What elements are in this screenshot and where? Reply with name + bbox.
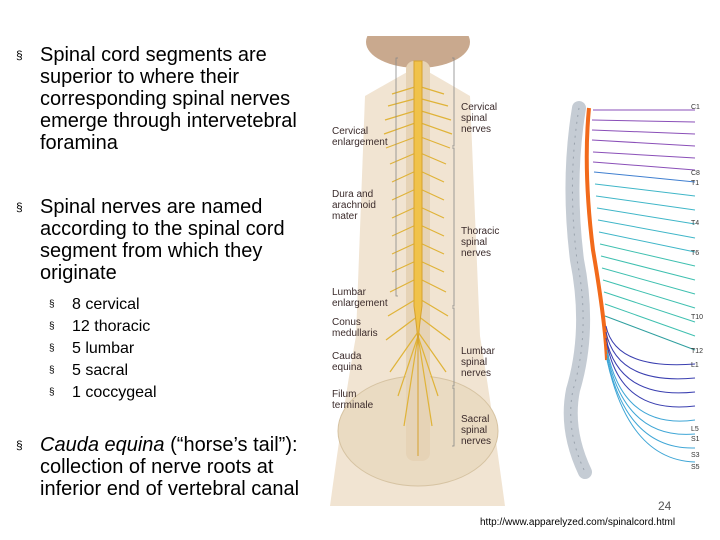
level-label: T10 xyxy=(691,314,704,321)
sub-item-lumbar: § 5 lumbar xyxy=(16,338,316,360)
spinal-levels-diagram: C1 C8 T1 T4 T6 T10 T12 L1 L5 S1 S3 S5 xyxy=(555,100,720,480)
bullet-text: Spinal cord segments are superior to whe… xyxy=(40,44,297,154)
level-label: S3 xyxy=(691,452,700,459)
level-label: L5 xyxy=(691,426,699,433)
label-sacral-nerves: Sacral spinal nerves xyxy=(461,414,492,447)
sub-item-thoracic: § 12 thoracic xyxy=(16,316,316,338)
bullet-marker: § xyxy=(16,438,23,452)
level-label: S5 xyxy=(691,464,700,471)
label-cervical-enlargement: Cervical enlargement xyxy=(332,126,388,148)
level-label: T4 xyxy=(691,220,700,227)
sub-item-cervical: § 8 cervical xyxy=(16,294,316,316)
level-label: T12 xyxy=(691,348,704,355)
level-label: L1 xyxy=(691,362,699,369)
spinal-cord-illustration: Cervical enlargement Dura and arachnoid … xyxy=(330,36,515,506)
sub-bullet-marker: § xyxy=(49,343,55,354)
level-label: C1 xyxy=(691,104,700,111)
bullet-marker: § xyxy=(16,200,23,214)
sub-bullet-marker: § xyxy=(49,387,55,398)
page-number: 24 xyxy=(658,499,672,513)
sub-item-text: 5 lumbar xyxy=(72,340,135,357)
label-lumbar-nerves: Lumbar spinal nerves xyxy=(461,346,495,379)
label-thoracic-nerves: Thoracic spinal nerves xyxy=(461,226,500,259)
bullet-text: Spinal nerves are named according to the… xyxy=(40,196,285,284)
bullet-list: § Spinal cord segments are superior to w… xyxy=(16,44,316,500)
spinal-levels-drawing xyxy=(563,101,696,479)
sub-item-sacral: § 5 sacral xyxy=(16,360,316,382)
bullet-segments: § Spinal cord segments are superior to w… xyxy=(16,44,316,154)
label-cauda-equina: Cauda equina xyxy=(332,351,363,373)
level-label: C8 xyxy=(691,170,700,177)
label-dura-arachnoid: Dura and arachnoid mater xyxy=(332,189,376,222)
bullet-marker: § xyxy=(16,48,23,62)
sub-bullet-marker: § xyxy=(49,365,55,376)
bullet-naming: § Spinal nerves are named according to t… xyxy=(16,196,316,284)
level-label: S1 xyxy=(691,436,700,443)
sub-item-text: 8 cervical xyxy=(72,296,140,313)
label-lumbar-enlargement: Lumbar enlargement xyxy=(332,287,388,309)
label-conus-medullaris: Conus medullaris xyxy=(332,317,378,339)
bullet-cauda-equina: § Cauda equina (“horse’s tail”): collect… xyxy=(16,434,316,500)
sub-item-text: 12 thoracic xyxy=(72,318,151,335)
level-label: T6 xyxy=(691,250,700,257)
spinal-cord-drawing xyxy=(330,36,505,506)
cauda-equina-term: Cauda equina xyxy=(40,434,165,456)
sub-item-text: 5 sacral xyxy=(72,362,129,379)
level-label: T1 xyxy=(691,180,700,187)
sub-item-text: 1 coccygeal xyxy=(72,384,157,401)
sub-item-coccygeal: § 1 coccygeal xyxy=(16,382,316,404)
label-filum-terminale: Filum terminale xyxy=(332,389,374,411)
sub-bullet-marker: § xyxy=(49,299,55,310)
source-url[interactable]: http://www.apparelyzed.com/spinalcord.ht… xyxy=(480,517,676,528)
sub-bullet-marker: § xyxy=(49,321,55,332)
bullet-text: (“horse’s tail”): collection of nerve ro… xyxy=(40,434,300,500)
label-cervical-nerves: Cervical spinal nerves xyxy=(461,102,498,135)
